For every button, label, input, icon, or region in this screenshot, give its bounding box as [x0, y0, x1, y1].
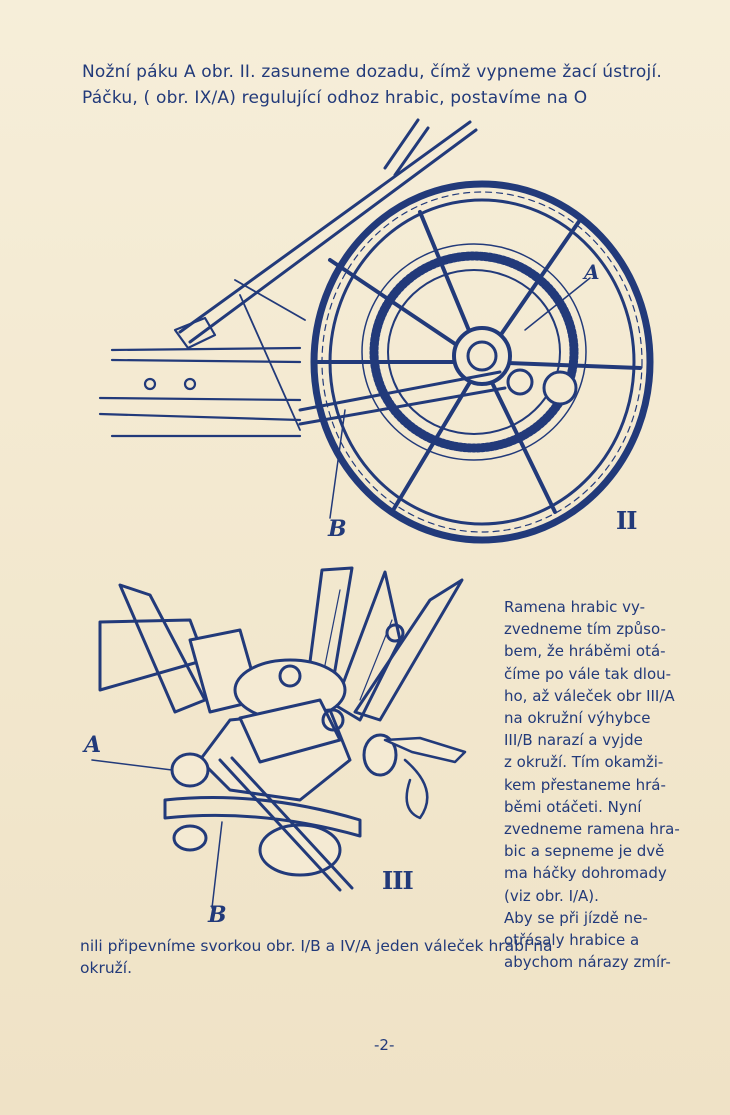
side-text-line: ma háčky dohromady: [504, 864, 667, 883]
side-text-line: kem přestaneme hrá-: [504, 775, 666, 794]
track-rail: [163, 756, 362, 892]
side-text-line: Ramena hrabic vy-: [504, 598, 646, 616]
heading-line-2: Páčku, ( obr. IX/A) regulující odhoz hra…: [82, 88, 588, 108]
figure-2-label-a: A: [584, 260, 600, 284]
gear-ring: [369, 251, 579, 453]
heading-line-1: Nožní páku A obr. II. zasuneme dozadu, č…: [82, 62, 662, 82]
figure-3-label-a: A: [84, 732, 102, 758]
figure-3-number: III: [382, 866, 414, 895]
bottom-text-line: nili připevníme svorkou obr. I/B a IV/A …: [80, 937, 553, 955]
side-text-line: běmi otáčeti. Nyní: [504, 797, 642, 816]
side-text-line: z okruží. Tím okamži-: [504, 753, 664, 772]
side-text-line: zvedneme tím způso-: [504, 620, 666, 639]
page-number: -2-: [374, 1036, 395, 1054]
wheel-hub: [452, 326, 512, 386]
figure-3-label-b: B: [208, 902, 227, 928]
side-text-line: ho, až váleček obr III/A: [504, 686, 675, 705]
side-text-line: (viz obr. I/A).: [504, 886, 599, 905]
figure-2-number: II: [616, 506, 637, 535]
rollers: [170, 733, 398, 877]
side-text-line: III/B narazí a vyjde: [504, 731, 643, 750]
release-lever: [383, 736, 467, 820]
side-text-line: bic a sepneme je dvě: [504, 842, 665, 861]
bottom-text: nili připevníme svorkou obr. I/B a IV/A …: [80, 935, 553, 979]
side-text-line: bem, že hráběmi otá-: [504, 642, 666, 661]
connecting-rod: [298, 370, 507, 426]
mechanism-body: [188, 623, 405, 802]
figure-2-label-b: B: [328, 516, 347, 542]
side-text-line: číme po vále tak dlou-: [504, 664, 672, 683]
side-text-line: abychom nárazy zmír-: [504, 953, 671, 972]
side-text-line: zvedneme ramena hra-: [504, 820, 680, 839]
foot-lever: [173, 118, 478, 431]
side-text-line: na okružní výhybce: [504, 709, 651, 728]
wheel-rim-outer: [310, 180, 654, 544]
side-text: Ramena hrabic vy- zvedneme tím způso- be…: [504, 596, 704, 973]
side-text-line: otřásaly hrabice a: [504, 931, 640, 950]
bottom-text-line: okruží.: [80, 959, 133, 977]
side-text-line: Aby se při jízdě ne-: [504, 908, 648, 927]
